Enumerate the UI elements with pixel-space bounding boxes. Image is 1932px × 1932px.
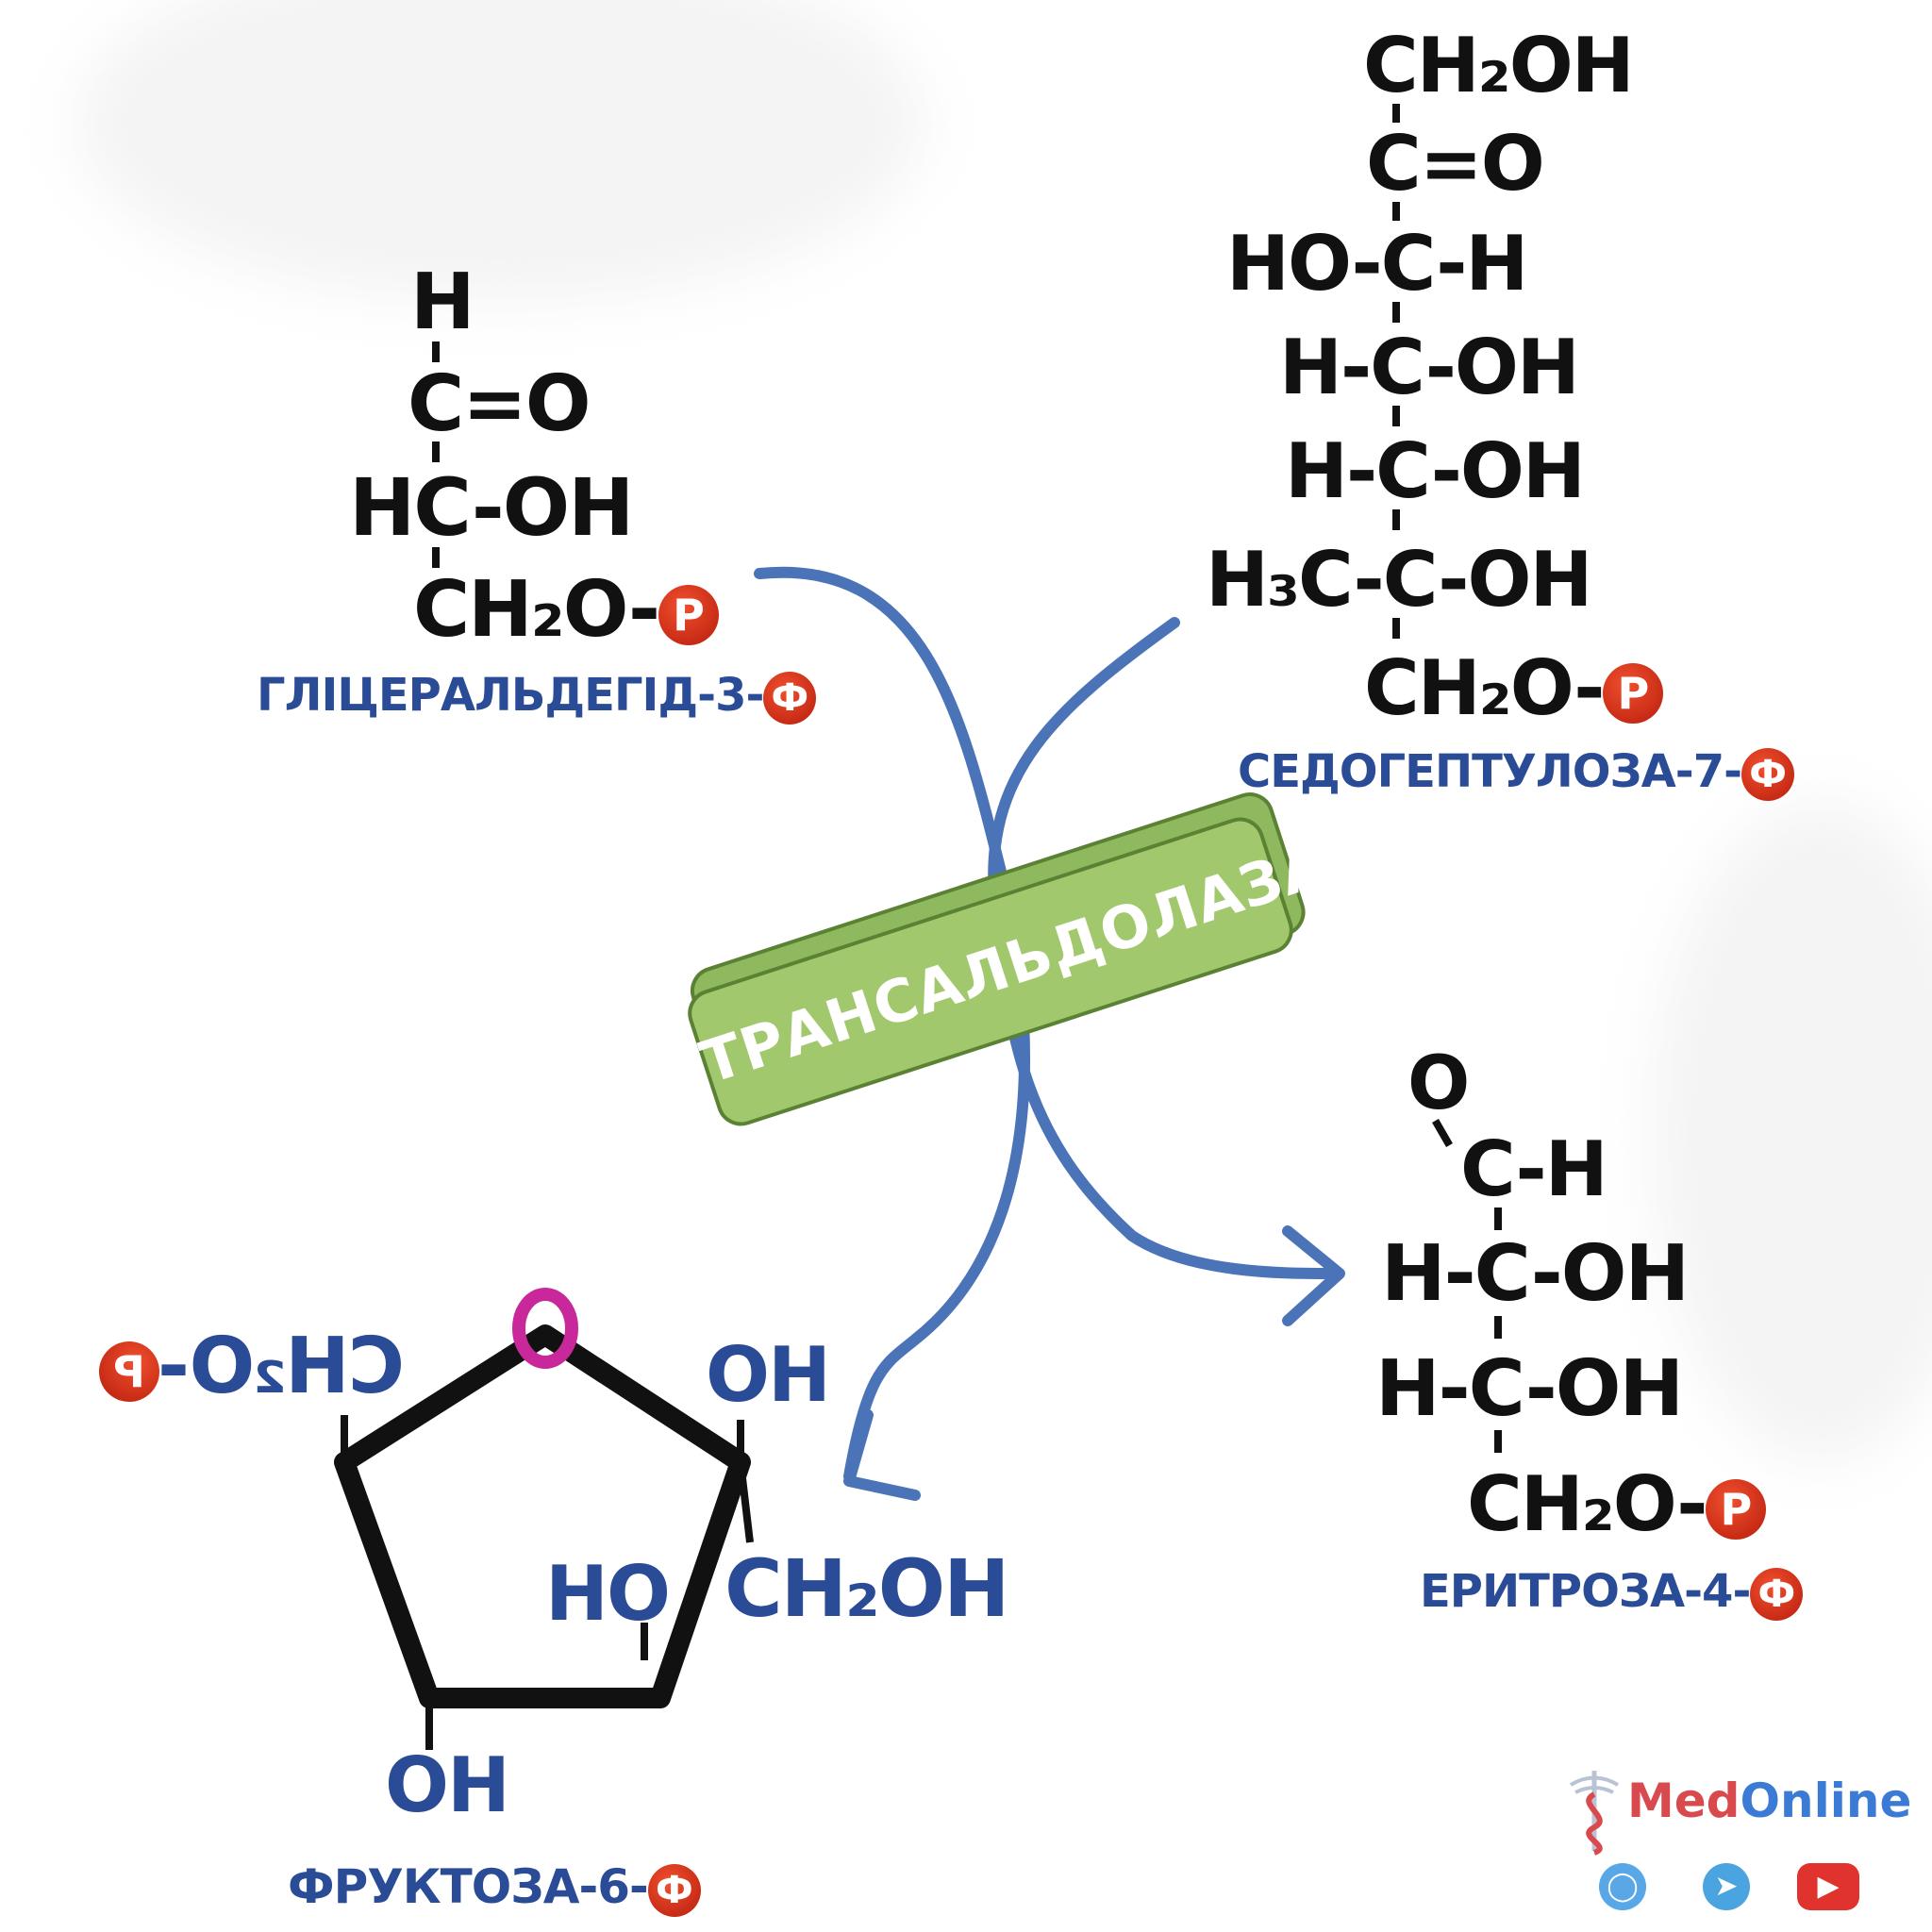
molecule-name: СЕДОГЕПТУЛОЗА-7-Ф <box>1238 745 1795 801</box>
phosphate-icon: Ф <box>647 1863 701 1917</box>
molecule-name-text: ГЛІЦЕРАЛЬДЕГІД-3- <box>257 669 764 722</box>
formula-line: O <box>1407 1041 1470 1126</box>
bond-line <box>1392 202 1400 221</box>
brand-name-part: Med <box>1627 1774 1740 1828</box>
phosphate-icon: P <box>99 1341 159 1402</box>
formula-text: CH₂O- <box>159 1322 405 1411</box>
bond-line <box>432 547 440 568</box>
bond-line <box>1494 1430 1502 1453</box>
youtube-icon[interactable]: ▶ <box>1797 1863 1859 1910</box>
formula-line: H-C-OH <box>1381 1229 1690 1319</box>
background-shadow <box>75 0 924 302</box>
formula-line: CH₂O-P <box>413 572 719 649</box>
phosphate-icon: Ф <box>763 672 817 724</box>
brand-name-part: Online <box>1740 1774 1912 1828</box>
formula-line: C=O <box>408 359 591 449</box>
phosphate-icon: P <box>1706 1479 1767 1541</box>
formula-line: H-C-OH <box>1279 324 1580 411</box>
arrow-sedoheptulose-to-erythrose <box>988 617 1336 1279</box>
bond-line <box>1392 104 1400 123</box>
molecule-name-text: ФРУКТОЗА-6- <box>288 1859 649 1914</box>
formula-line: CH₂O-P <box>1467 1467 1767 1542</box>
hydroxyl-label: OH <box>706 1331 831 1419</box>
background-shadow <box>1651 802 1932 1462</box>
arrowhead-erythrose <box>1282 1225 1345 1326</box>
molecule-name-text: СЕДОГЕПТУЛОЗА-7- <box>1238 745 1742 798</box>
formula-line: HC-OH <box>349 461 634 554</box>
bond-line <box>1494 1316 1502 1339</box>
formula-text: CH₂O- <box>413 565 660 655</box>
formula-line: H-C-OH <box>1285 427 1586 515</box>
brand-name: MedOnline <box>1627 1774 1911 1828</box>
medonline-watermark: MedOnline ◯ ➤ ▶ <box>1561 1771 1911 1915</box>
formula-line: C=O <box>1366 120 1545 208</box>
globe-icon[interactable]: ◯ <box>1599 1863 1646 1910</box>
bond-line <box>432 441 440 462</box>
fructose-ring <box>334 1324 751 1708</box>
bond-line <box>1392 509 1400 530</box>
phosphate-icon: Ф <box>1741 748 1795 801</box>
molecule-name: ФРУКТОЗА-6-Ф <box>288 1863 701 1917</box>
telegram-icon[interactable]: ➤ <box>1703 1863 1750 1910</box>
formula-line: HO-C-H <box>1226 220 1528 308</box>
bond-line <box>1392 618 1400 639</box>
formula-line: C-H <box>1460 1125 1608 1213</box>
hydroxymethyl-label: CH₂OH <box>724 1542 1009 1635</box>
hydroxyl-label: OH <box>385 1741 510 1829</box>
hydroxyl-label: HO <box>545 1550 671 1638</box>
formula-line: H-C-OH <box>1375 1344 1684 1434</box>
molecule-name: ЕРИТРОЗА-4-Ф <box>1420 1565 1804 1621</box>
arrowhead-fructose <box>843 1409 921 1501</box>
formula-line: H <box>410 258 475 347</box>
bond-line <box>1392 406 1400 426</box>
formula-line: H₃C-C-OH <box>1206 536 1592 624</box>
formula-line: CH₂O-P <box>1364 651 1664 726</box>
bond-line <box>1494 1208 1502 1230</box>
phosphate-icon: P <box>658 584 719 645</box>
bond-line <box>432 341 440 362</box>
formula-text: CH₂O- <box>1467 1460 1707 1548</box>
bond-line <box>1392 302 1400 323</box>
ring-oxygen-marker <box>512 1288 578 1369</box>
formula-line: CH₂OH <box>1363 22 1635 109</box>
fructose-ring-bond <box>737 1461 754 1543</box>
mirrored-phosphate-group: CH₂O-P <box>99 1322 405 1411</box>
caduceus-logo-icon <box>1569 1771 1620 1856</box>
molecule-name-text: ЕРИТРОЗА-4- <box>1420 1565 1751 1618</box>
phosphate-icon: P <box>1603 663 1664 724</box>
formula-text: CH₂O- <box>1364 644 1605 732</box>
molecule-name: ГЛІЦЕРАЛЬДЕГІД-3-Ф <box>257 669 817 724</box>
phosphate-icon: Ф <box>1750 1568 1804 1621</box>
